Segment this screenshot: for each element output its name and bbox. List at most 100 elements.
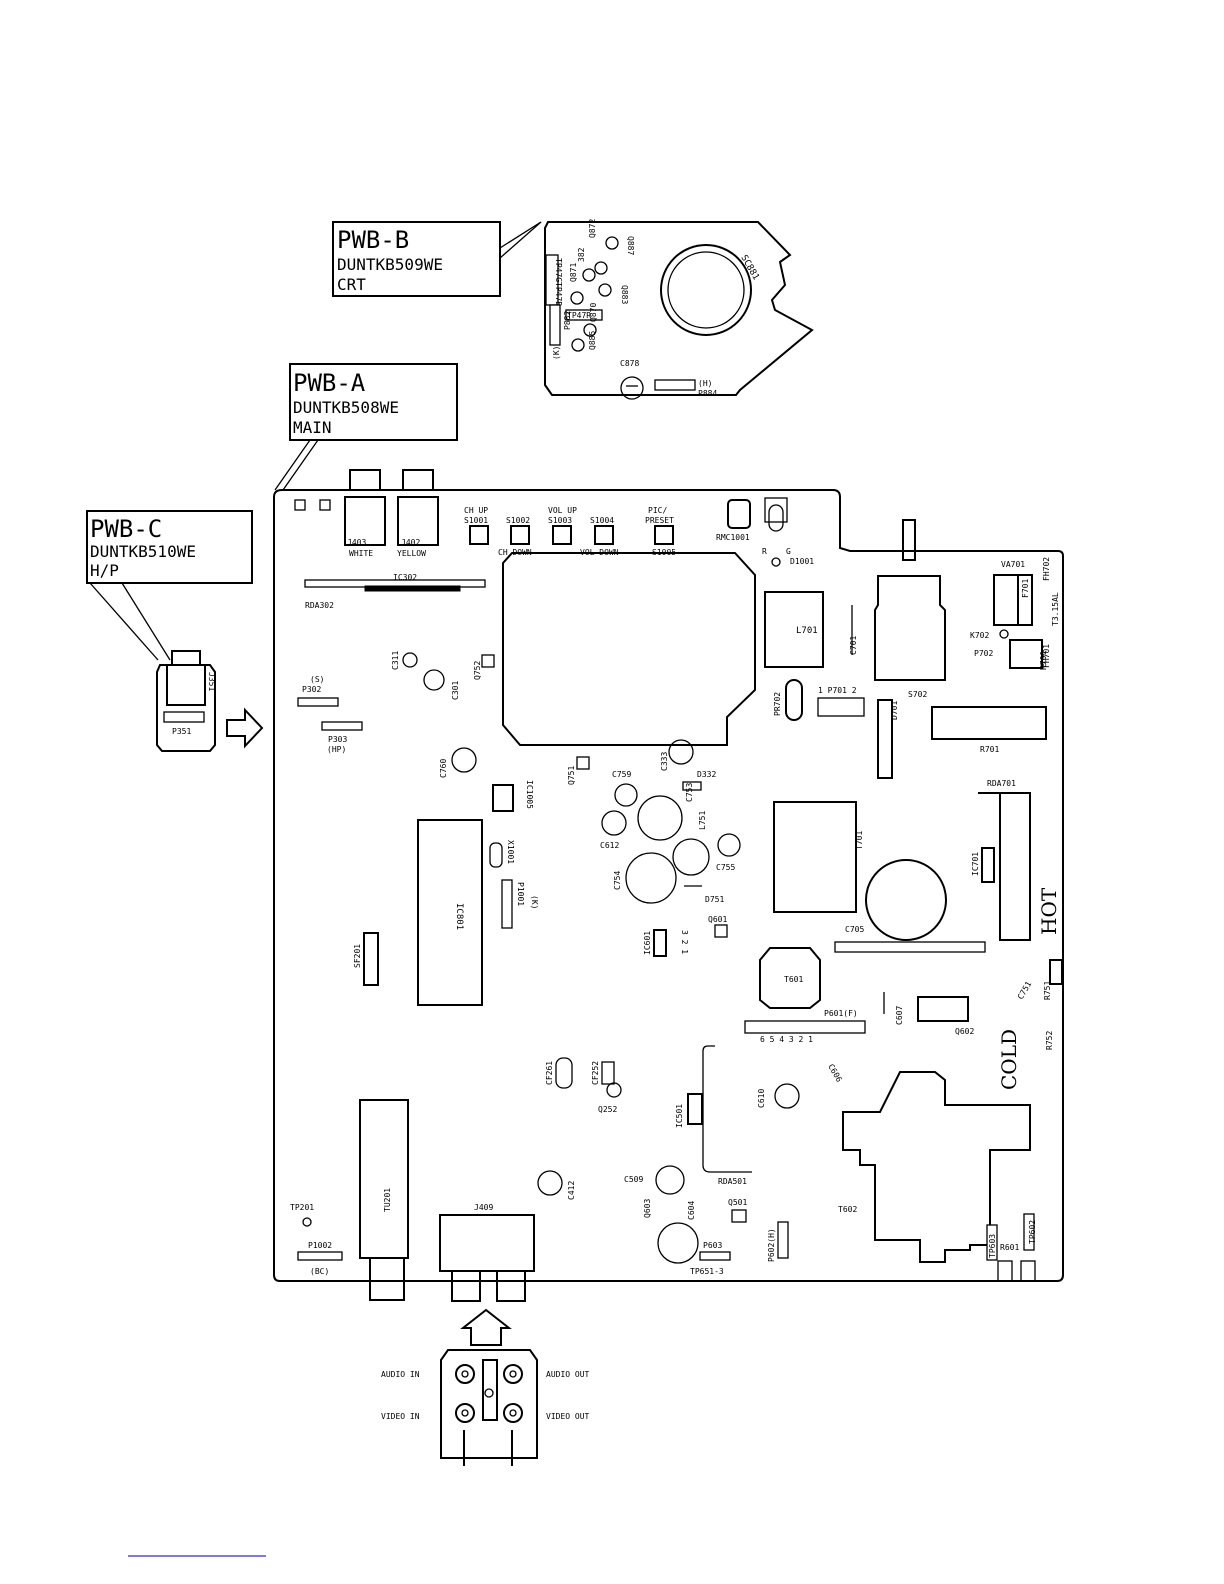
t315al-label: T3.15AL	[1051, 592, 1060, 626]
f701-label: F701	[1021, 579, 1030, 598]
tp47g-label: TP47G	[554, 258, 563, 282]
fh702-label: FH702	[1042, 557, 1051, 581]
cf252-label: CF252	[591, 1061, 600, 1085]
q501-label: Q501	[728, 1198, 747, 1207]
white-label: WHITE	[349, 549, 373, 558]
s1005-switch	[654, 525, 674, 545]
ic601-pins-label: 3 2 1	[680, 930, 689, 954]
d332-label: D332	[697, 770, 716, 779]
j402-label: J402	[401, 538, 420, 547]
crt-board: SC881 TP47G TP47B TP47R Q887 Q872 Q883 3…	[544, 219, 814, 400]
k702-label: K702	[970, 631, 989, 640]
c301-label: C301	[451, 681, 460, 700]
r701-resistor	[931, 706, 1047, 740]
pwb-a-part: DUNTKB508WE	[293, 398, 399, 417]
tp47r-label: TP47R	[567, 311, 591, 320]
c753-label: C753	[685, 783, 694, 802]
tp651-label: TP651-3	[690, 1267, 724, 1276]
jack-arrow-icon	[460, 1308, 512, 1346]
p303-label: P303	[328, 735, 347, 744]
p602-label: P602(H)	[767, 1228, 776, 1262]
c610-label: C610	[757, 1089, 766, 1108]
tp603-label: TP603	[988, 1234, 997, 1258]
p603-label: P603	[703, 1241, 722, 1250]
x1001-label: X1001	[506, 840, 515, 864]
s1003-label: S1003	[548, 516, 572, 525]
p1002-label: P1002	[308, 1241, 332, 1250]
audio-in-label: AUDIO IN	[381, 1370, 420, 1379]
tu201-label: TU201	[383, 1188, 392, 1212]
cold-side-label: COLD	[997, 1029, 1021, 1090]
pwb-b-label: PWB-B DUNTKB509WE CRT	[332, 221, 542, 297]
j409-jack	[439, 1214, 535, 1272]
q872-label: Q872	[588, 219, 597, 238]
c705-label: C705	[845, 925, 864, 934]
pwb-b-part: DUNTKB509WE	[337, 255, 443, 274]
p702-label: P702	[974, 649, 993, 658]
pwb-a-name: PWB-A	[293, 369, 366, 397]
p601-label: P601(F)	[824, 1009, 858, 1018]
k-label: (K)	[552, 346, 561, 360]
c412-label: C412	[567, 1181, 576, 1200]
r701-label: R701	[980, 745, 999, 754]
preset-label: PRESET	[645, 516, 674, 525]
s1001-label: S1001	[464, 516, 488, 525]
p882-label: P882	[563, 311, 572, 330]
cf261-label: CF261	[545, 1061, 554, 1085]
c755-label: C755	[716, 863, 735, 872]
tu201-tuner	[359, 1099, 409, 1259]
ch-up-label: CH UP	[464, 506, 488, 515]
rmc1001-sensor	[727, 499, 751, 529]
p884-label: P884	[698, 389, 717, 398]
vol-up-label: VOL UP	[548, 506, 577, 515]
c760-label: C760	[439, 759, 448, 778]
p1002-bc-label: (BC)	[310, 1267, 329, 1276]
d1001-led	[768, 504, 784, 532]
l751-label: L751	[698, 811, 707, 830]
j351-label: J351	[207, 672, 216, 691]
pwb-a-desc: MAIN	[293, 418, 332, 437]
sf201-label: SF201	[353, 944, 362, 968]
r751-label: R751	[1043, 981, 1052, 1000]
x1001-crystal	[489, 842, 503, 868]
ic801-chip	[417, 819, 483, 1006]
pwb-c-name: PWB-C	[90, 515, 162, 543]
q870-label: Q870	[589, 303, 598, 322]
tp602-label: TP602	[1028, 1220, 1037, 1244]
pwb-b-desc: CRT	[337, 275, 366, 294]
q752-label: Q752	[473, 661, 482, 680]
ic302-label: IC302	[393, 573, 417, 582]
p1001-k-label: (K)	[530, 895, 539, 909]
main-board: J403 WHITE J402 YELLOW CH UP S1001 S1002…	[273, 469, 1064, 1302]
p303-hp-label: (HP)	[327, 745, 346, 754]
l701-coil	[764, 591, 824, 668]
t602-label: T602	[838, 1205, 857, 1214]
d701-label: D701	[890, 701, 899, 720]
ic601-label: IC601	[643, 931, 652, 955]
c606-label: C606	[826, 1063, 844, 1084]
av-jack-detail: AUDIO IN AUDIO OUT VIDEO IN VIDEO OUT	[381, 1308, 590, 1466]
s1002-label: S1002	[506, 516, 530, 525]
pwb-c-part: DUNTKB510WE	[90, 542, 196, 561]
pr702-label: PR702	[773, 692, 782, 716]
c311-label: C311	[391, 651, 400, 670]
crt-socket-ring	[660, 244, 752, 336]
j403-label: J403	[347, 538, 366, 547]
t601-transformer	[759, 947, 821, 1009]
video-out-label: VIDEO OUT	[546, 1412, 590, 1421]
l701-label: L701	[796, 626, 818, 636]
j409-label: J409	[474, 1203, 493, 1212]
s1004-switch	[594, 525, 614, 545]
hp-arrow-icon	[226, 707, 264, 749]
c759-label: C759	[612, 770, 631, 779]
hot-side-label: HOT	[1037, 887, 1061, 935]
tp201-label: TP201	[290, 1203, 314, 1212]
ic1005-label: IC1005	[525, 780, 534, 809]
q871-label: Q871	[569, 263, 578, 282]
t602-transformer	[842, 1071, 1031, 1263]
c607-label: C607	[895, 1006, 904, 1025]
yellow-label: YELLOW	[397, 549, 426, 558]
r752-label: R752	[1045, 1031, 1054, 1050]
p701-label: 1 P701 2	[818, 686, 857, 695]
